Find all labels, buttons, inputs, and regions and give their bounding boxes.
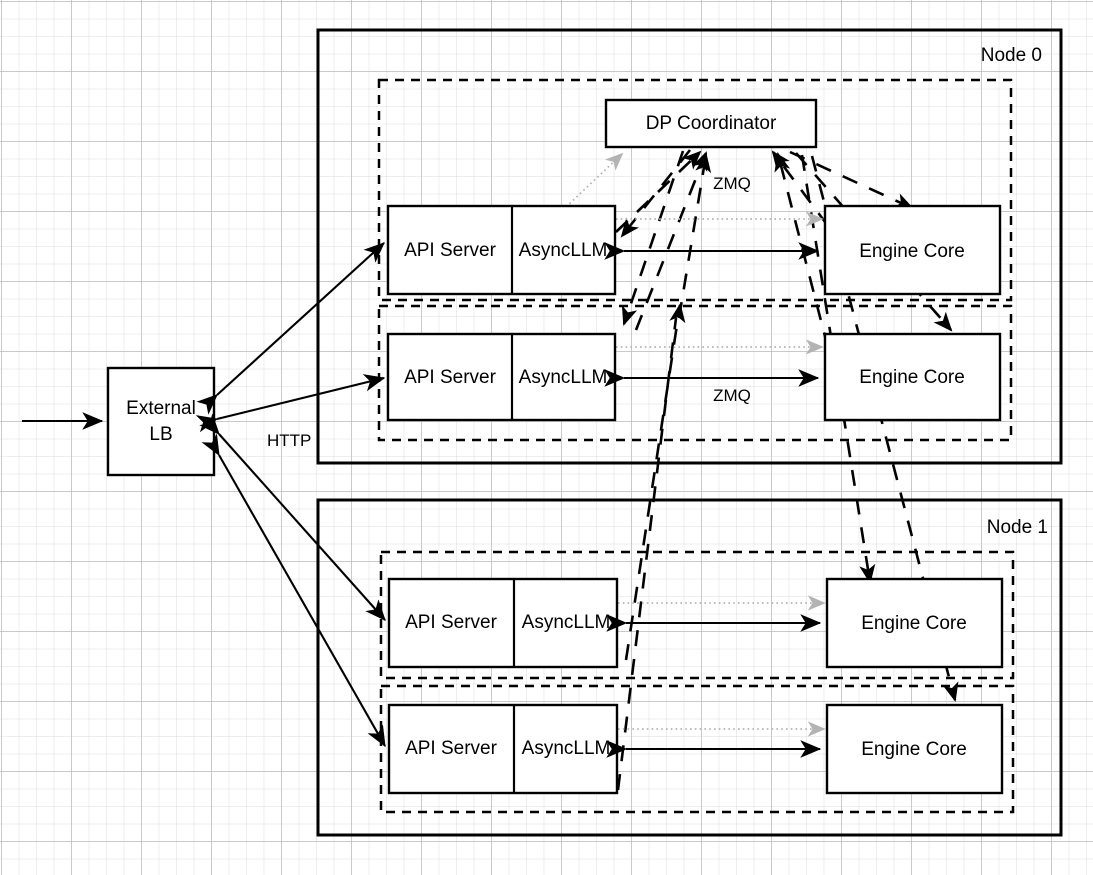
external-lb-label-line1: External <box>126 398 196 419</box>
dp-coordinator-box[interactable] <box>604 98 818 149</box>
http-link-lb-to-n0p1 <box>195 374 386 433</box>
http-label: HTTP <box>267 431 311 450</box>
engine-core-box-n1p0[interactable] <box>825 577 1004 669</box>
node-1-panel-1 <box>379 684 1015 814</box>
status-link-n0p0-asyncllm-to-coordinator <box>565 152 624 208</box>
engine-core-label-n1p0: Engine Core <box>861 613 967 634</box>
engine-core-box-n0p0[interactable] <box>823 204 1002 296</box>
async-llm-label-n1p0: AsyncLLM <box>522 612 611 633</box>
external-lb-box[interactable] <box>106 366 216 477</box>
zmq-label-n0p0: ZMQ <box>713 174 751 193</box>
node-1-label: Node 1 <box>987 517 1048 538</box>
http-link-lb-to-n1p1 <box>201 433 386 748</box>
zmq-link-n1p1-asyncllm-to-coordinator <box>616 317 678 791</box>
node-0-panel-0 <box>377 78 1013 302</box>
zmq-link-n1p0-asyncllm-to-coordinator-upper <box>677 152 712 319</box>
zmq-label-n0p1: ZMQ <box>713 386 751 405</box>
api-server-async-llm-box-n1p1[interactable] <box>387 703 619 795</box>
async-llm-label-n0p0: AsyncLLM <box>519 240 608 261</box>
node-1-panel-0 <box>379 550 1015 680</box>
async-llm-label-n1p1: AsyncLLM <box>522 738 611 759</box>
engine-core-box-n1p1[interactable] <box>825 703 1004 795</box>
zmq-link-n0p0-asyncllm-to-coordinator <box>615 150 702 233</box>
zmq-link-coordinator-to-n0p1-asyncllm <box>621 150 685 326</box>
engine-core-label-n0p1: Engine Core <box>859 367 965 388</box>
api-server-label-n1p1: API Server <box>405 738 498 759</box>
engine-core-label-n1p1: Engine Core <box>861 739 967 760</box>
api-server-async-llm-box-n1p0[interactable] <box>387 577 619 669</box>
dp-coordinator-label: DP Coordinator <box>646 113 777 134</box>
zmq-link-n0p1-asyncllm-to-coordinator <box>634 151 708 331</box>
engine-core-box-n0p1[interactable] <box>823 332 1002 422</box>
api-server-async-llm-box-n0p1[interactable] <box>386 332 617 422</box>
zmq-link-coordinator-to-n0p0-engine <box>789 150 914 210</box>
api-server-label-n1p0: API Server <box>405 612 498 633</box>
node-0-label: Node 0 <box>981 45 1042 66</box>
async-llm-label-n0p1: AsyncLLM <box>519 367 608 388</box>
engine-core-label-n0p0: Engine Core <box>859 241 965 262</box>
zmq-link-n1p0-asyncllm-to-coordinator <box>624 302 686 661</box>
api-server-label-n0p1: API Server <box>404 367 497 388</box>
zmq-link-coordinator-to-n0p0-asyncllm <box>620 149 692 238</box>
http-link-lb-to-n0p0 <box>196 242 385 415</box>
api-server-async-llm-box-n0p0[interactable] <box>386 204 617 296</box>
external-lb-label-line2: LB <box>149 424 172 445</box>
api-server-label-n0p0: API Server <box>404 240 497 261</box>
